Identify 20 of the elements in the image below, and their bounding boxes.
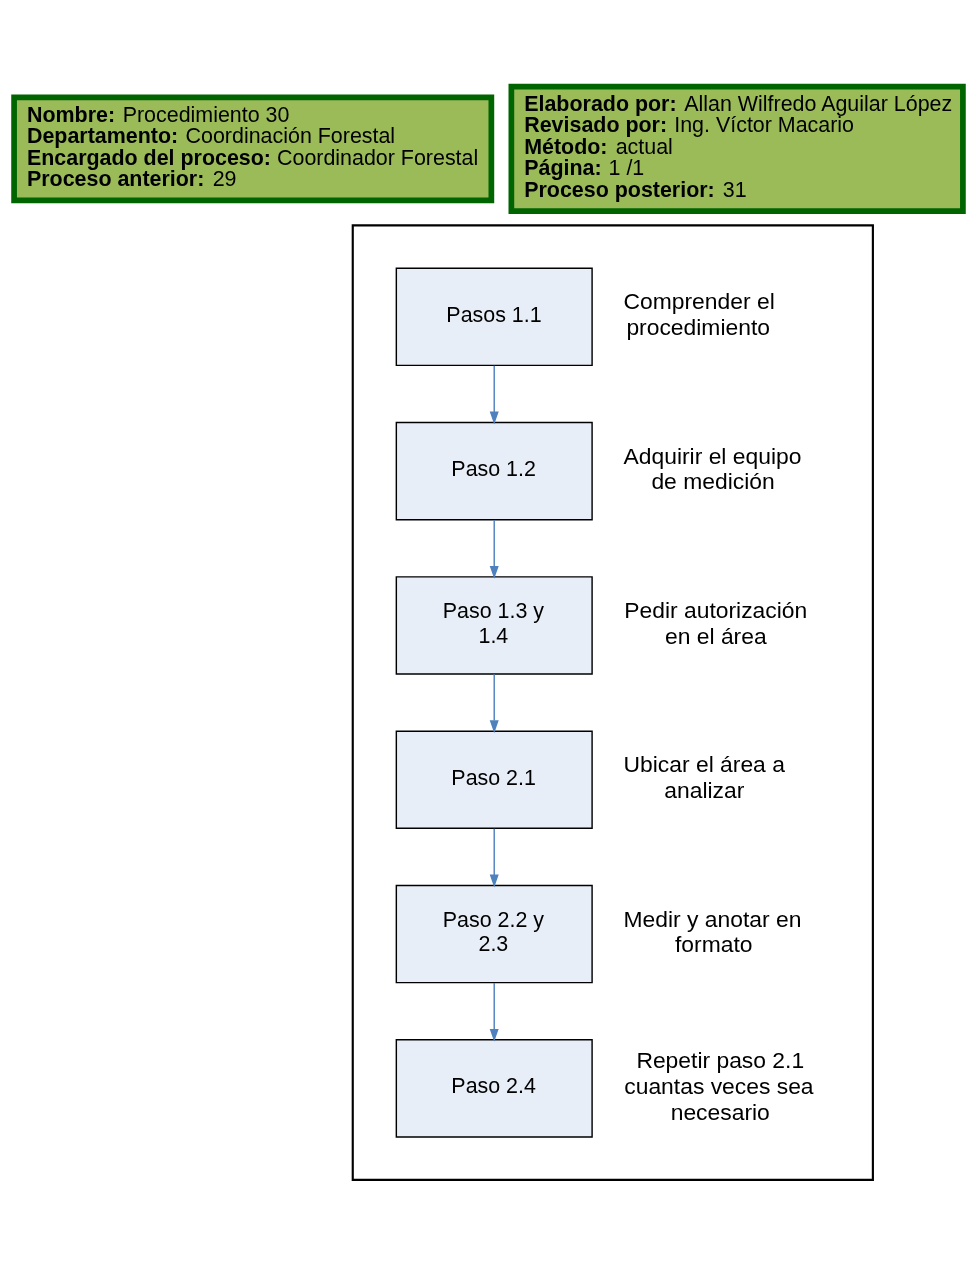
node-label: Pedir autorización en el área — [624, 596, 808, 649]
cluster — [351, 224, 874, 1181]
node-label: Adquirir el equipo de medición — [623, 442, 802, 495]
node-box: Paso 1.2 — [395, 421, 593, 521]
arrow — [489, 519, 499, 579]
node-label: Medir y anotar en formato — [623, 905, 802, 958]
node-box: Paso 1.3 y 1.4 — [395, 576, 593, 675]
node-label: Repetir paso 2.1 cuantas veces sea necesario — [624, 1047, 814, 1125]
node-box: Elaborado por: Allan Wilfredo Aguilar López Revisado por: Ing. Víctor Macario Método: actual Página: 1 /1 Proceso posterior: 31 — [508, 83, 966, 214]
node-label: Comprender el procedimiento — [623, 288, 775, 341]
node-box: Pasos 1.1 — [395, 267, 593, 367]
node-box: Paso 2.1 — [395, 730, 593, 830]
arrow — [489, 982, 499, 1042]
node-box: Paso 2.2 y 2.3 — [395, 884, 593, 984]
node-box: Nombre: Procedimiento 30 Departamento: Coordinación Forestal Encargado del proceso: Coordinador Forestal Proceso anterior: 29 — [11, 94, 495, 204]
node-label: Ubicar el área a analizar — [623, 751, 785, 804]
arrow — [489, 365, 499, 425]
node-box: Paso 2.4 — [395, 1039, 593, 1138]
arrow — [489, 827, 499, 888]
arrow — [489, 673, 499, 734]
